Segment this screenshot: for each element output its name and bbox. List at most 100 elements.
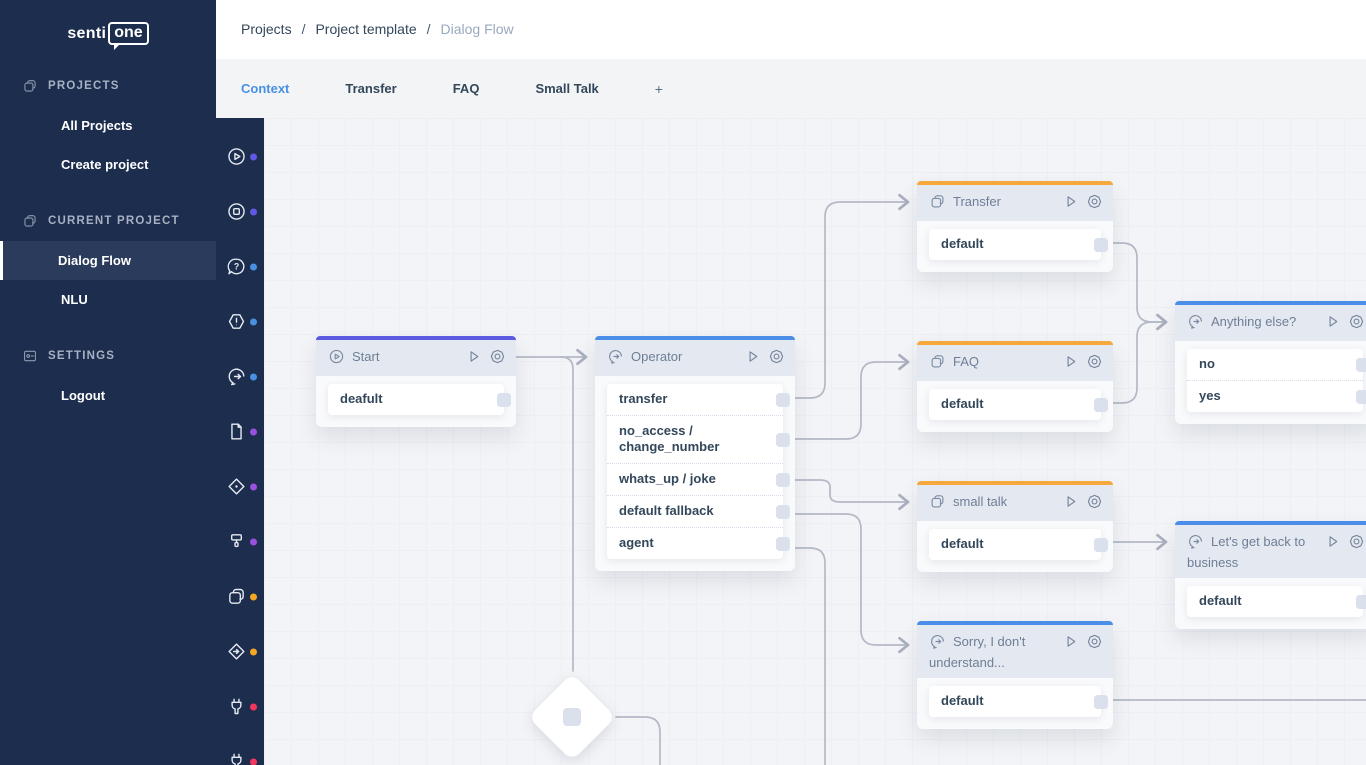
node-row-default[interactable]: default	[929, 686, 1108, 717]
diamond-arrow-icon	[228, 643, 245, 660]
tool-dot	[250, 373, 257, 380]
node-row-default[interactable]: default	[1187, 586, 1366, 617]
tool-dot	[250, 318, 257, 325]
tool-copy-cards[interactable]	[216, 569, 264, 624]
run-node-button[interactable]	[1324, 313, 1341, 330]
flow-node-sorry[interactable]: Sorry, I don't understand... default	[917, 621, 1113, 729]
copy-cards-icon	[929, 493, 946, 514]
connector-handle[interactable]	[497, 392, 511, 407]
node-row-default[interactable]: default	[929, 389, 1108, 420]
run-node-button[interactable]	[1062, 493, 1079, 510]
sidebar-item-logout[interactable]: Logout	[61, 388, 106, 403]
flow-node-transfer[interactable]: Transfer default	[917, 181, 1113, 272]
tool-warning-hexagon[interactable]	[216, 294, 264, 349]
flow-node-back-to-business[interactable]: Let's get back to business default	[1175, 521, 1366, 629]
tool-paint-brush[interactable]	[216, 514, 264, 569]
tool-document[interactable]	[216, 404, 264, 459]
connector-handle[interactable]	[776, 536, 790, 551]
sidebar-item-nlu[interactable]: NLU	[61, 292, 88, 307]
tab-small-talk[interactable]: Small Talk	[535, 81, 599, 96]
tab-faq[interactable]: FAQ	[452, 81, 480, 96]
node-row-whats-up[interactable]: whats_up / joke	[607, 463, 790, 495]
tool-diamond-arrow[interactable]	[216, 624, 264, 679]
node-accent-bar	[316, 336, 516, 340]
node-settings-button[interactable]	[1348, 313, 1365, 330]
node-row-no[interactable]: no	[1187, 349, 1366, 380]
tool-plug-2[interactable]	[216, 734, 264, 765]
run-node-button[interactable]	[1062, 353, 1079, 370]
flow-node-anything-else[interactable]: Anything else? no yes	[1175, 301, 1366, 424]
run-node-button[interactable]	[1062, 193, 1079, 210]
run-node-button[interactable]	[465, 348, 482, 365]
question-bubble-icon	[227, 258, 245, 275]
tool-diamond-dot[interactable]	[216, 459, 264, 514]
run-node-button[interactable]	[744, 348, 761, 365]
node-accent-bar	[1175, 521, 1366, 525]
chat-arrow-icon	[929, 633, 946, 654]
connector-handle[interactable]	[776, 472, 790, 487]
connector-handle[interactable]	[776, 504, 790, 519]
flow-node-small-talk[interactable]: small talk default	[917, 481, 1113, 572]
node-settings-button[interactable]	[489, 348, 506, 365]
node-header: Start	[316, 340, 516, 376]
connector-handle[interactable]	[1356, 389, 1366, 404]
run-node-button[interactable]	[1324, 533, 1341, 550]
node-body: default	[1175, 578, 1366, 629]
node-settings-button[interactable]	[1086, 493, 1103, 510]
logo-bubble-tail	[114, 43, 122, 50]
sidebar-item-all-projects[interactable]: All Projects	[61, 118, 133, 133]
connector-handle[interactable]	[1094, 237, 1108, 252]
connector-handle[interactable]	[1094, 397, 1108, 412]
breadcrumb-projects[interactable]: Projects	[241, 21, 292, 37]
tab-transfer[interactable]: Transfer	[345, 81, 397, 96]
tool-stop-circle[interactable]	[216, 184, 264, 239]
run-node-button[interactable]	[1062, 633, 1079, 650]
node-header: Let's get back to business	[1175, 525, 1366, 578]
node-settings-button[interactable]	[1086, 633, 1103, 650]
node-settings-button[interactable]	[1086, 353, 1103, 370]
node-row-default[interactable]: default	[929, 529, 1108, 560]
sidebar-section-current-project: CURRENT PROJECT Dialog Flow NLU	[0, 210, 216, 319]
tab-context[interactable]: Context	[241, 81, 290, 96]
node-settings-button[interactable]	[1348, 533, 1365, 550]
diamond-handle[interactable]	[563, 708, 581, 726]
node-title: Transfer	[953, 194, 1001, 209]
connector-handle[interactable]	[1094, 694, 1108, 709]
connector-handle[interactable]	[1094, 537, 1108, 552]
connector-handle[interactable]	[1356, 357, 1366, 372]
flow-canvas[interactable]: Start deafult Operator transfer no_acces…	[264, 118, 1366, 765]
node-row-deafult[interactable]: deafult	[328, 384, 511, 415]
node-row-default[interactable]: default	[929, 229, 1108, 260]
node-title: Anything else?	[1211, 314, 1297, 329]
flow-node-operator[interactable]: Operator transfer no_access / change_num…	[595, 336, 795, 571]
connector-handle[interactable]	[1356, 594, 1366, 609]
node-settings-button[interactable]	[768, 348, 785, 365]
breadcrumb-project-template[interactable]: Project template	[315, 21, 417, 37]
add-tab-button[interactable]: +	[654, 80, 663, 97]
copy-cards-icon	[929, 193, 946, 214]
tool-chat-arrow[interactable]	[216, 349, 264, 404]
flow-node-faq[interactable]: FAQ default	[917, 341, 1113, 432]
play-circle-icon	[228, 148, 245, 165]
node-row-no-access[interactable]: no_access / change_number	[607, 415, 790, 463]
tool-question-bubble[interactable]	[216, 239, 264, 294]
sidebar-item-dialog-flow[interactable]: Dialog Flow	[0, 241, 216, 280]
tool-play-circle[interactable]	[216, 129, 264, 184]
sidebar-item-create-project[interactable]: Create project	[61, 157, 149, 172]
connector-handle[interactable]	[776, 432, 790, 447]
node-row-yes[interactable]: yes	[1187, 380, 1366, 412]
tool-dot	[250, 428, 257, 435]
sidebar-section-label: CURRENT PROJECT	[48, 215, 180, 227]
flow-node-start[interactable]: Start deafult	[316, 336, 516, 427]
node-settings-button[interactable]	[1086, 193, 1103, 210]
node-row-default-fallback[interactable]: default fallback	[607, 495, 790, 527]
node-header: Transfer	[917, 185, 1113, 221]
connector-handle[interactable]	[776, 392, 790, 407]
node-row-transfer[interactable]: transfer	[607, 384, 790, 415]
node-header: Anything else?	[1175, 305, 1366, 341]
node-row-agent[interactable]: agent	[607, 527, 790, 559]
tool-plug[interactable]	[216, 679, 264, 734]
warning-hexagon-icon	[228, 314, 245, 329]
node-title: small talk	[953, 494, 1008, 509]
